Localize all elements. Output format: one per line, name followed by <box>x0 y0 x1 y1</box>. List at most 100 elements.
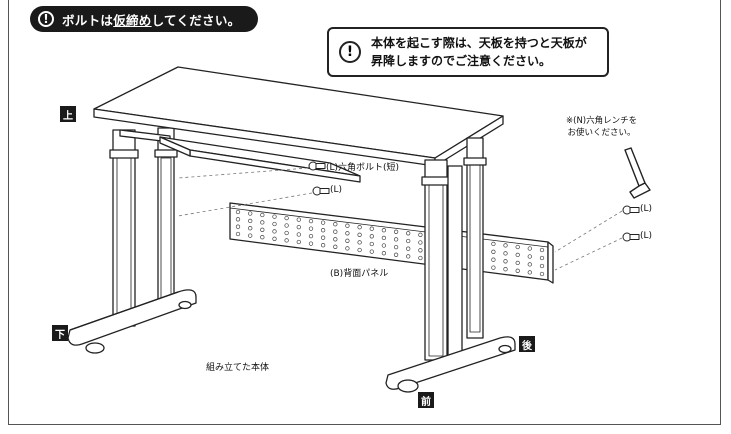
panel-hole <box>296 239 301 245</box>
tag-top: 上 <box>60 106 76 122</box>
panel-hole <box>357 240 362 245</box>
label-bolt-l3: (L) <box>640 231 653 241</box>
tag-back: 後 <box>519 336 535 352</box>
panel-hole <box>381 228 387 233</box>
panel-hole <box>527 262 532 267</box>
panel-hole <box>491 265 496 270</box>
panel-hole <box>515 260 520 266</box>
panel-hole <box>333 237 338 242</box>
panel-hole <box>491 257 496 262</box>
panel-hole <box>357 247 362 253</box>
panel-hole <box>539 247 545 253</box>
left-leg <box>67 127 197 354</box>
panel-hole <box>527 254 532 259</box>
panel-hole <box>260 220 265 225</box>
panel-hole <box>333 244 338 249</box>
panel-hole <box>320 228 326 233</box>
panel-hole <box>296 232 301 237</box>
panel-hole <box>308 233 314 239</box>
panel-hole <box>418 240 423 245</box>
panel-hole <box>260 235 265 240</box>
panel-hole <box>333 222 338 227</box>
panel-hole <box>235 231 241 237</box>
panel-hole <box>515 244 520 250</box>
panel-hole <box>357 232 362 237</box>
panel-hole <box>369 226 374 231</box>
warning-line-2: 昇降しますのでご注意ください。 <box>371 54 552 68</box>
panel-hole <box>418 255 423 261</box>
panel-hole <box>406 246 411 251</box>
panel-hole <box>308 226 314 231</box>
panel-hole <box>491 241 496 247</box>
panel-hole <box>284 238 289 243</box>
exclamation-circle-icon: ! <box>38 11 54 27</box>
panel-hole <box>418 232 423 237</box>
right-leg <box>385 137 516 393</box>
panel-hole <box>296 224 301 230</box>
panel-hole <box>515 252 520 258</box>
panel-hole <box>345 238 350 243</box>
panel-hole <box>381 251 387 256</box>
panel-hole <box>235 209 241 215</box>
panel-hole <box>345 246 350 251</box>
panel-hole <box>369 241 374 247</box>
panel-hole <box>248 233 253 238</box>
exclamation-circle-icon: ! <box>339 41 361 63</box>
label-hex-bolt-short: (L)六角ボルト(短) <box>326 163 400 173</box>
panel-hole <box>369 234 374 239</box>
panel-hole <box>272 236 277 241</box>
panel-hole <box>333 229 338 234</box>
notice-text: ボルトは仮締めしてください。 <box>62 12 241 28</box>
panel-hole <box>406 254 411 259</box>
panel-hole <box>235 217 241 222</box>
panel-hole <box>248 218 253 224</box>
panel-hole <box>381 235 387 241</box>
panel-hole <box>503 243 508 248</box>
label-bolt-l1: (L) <box>330 185 343 195</box>
panel-hole <box>272 221 277 227</box>
panel-hole <box>515 268 520 273</box>
panel-hole <box>503 267 508 272</box>
panel-hole <box>272 229 277 234</box>
panel-hole <box>491 249 496 254</box>
panel-hole <box>503 251 508 256</box>
panel-hole <box>539 255 545 261</box>
panel-hole <box>248 226 253 231</box>
panel-hole <box>527 246 532 251</box>
panel-hole <box>539 263 545 269</box>
panel-hole <box>320 220 326 225</box>
panel-hole <box>260 227 265 232</box>
panel-hole <box>393 229 399 234</box>
panel-hole <box>284 215 289 221</box>
panel-hole <box>345 223 350 228</box>
panel-hole <box>308 218 314 224</box>
panel-hole <box>320 243 326 248</box>
panel-hole <box>308 241 314 246</box>
panel-hole <box>357 225 362 230</box>
tag-bottom: 下 <box>52 325 68 341</box>
panel-hole <box>393 237 399 242</box>
bolt-icons <box>308 161 640 242</box>
panel-hole <box>260 212 265 218</box>
hex-wrench-icon <box>624 147 651 199</box>
panel-hole <box>393 244 399 250</box>
panel-hole <box>248 211 253 216</box>
label-back-panel: (B)背面パネル <box>330 269 389 279</box>
warning-line-1: 本体を起こす際は、天板を持つと天板が <box>371 36 587 50</box>
tag-front: 前 <box>418 392 434 408</box>
wrench-note: ※(N)六角レンチを お使いください。 <box>566 116 638 138</box>
panel-hole <box>393 252 399 257</box>
panel-hole <box>235 224 241 229</box>
warning-box: ! 本体を起こす際は、天板を持つと天板が 昇降しますのでご注意ください。 <box>327 27 609 77</box>
panel-hole <box>284 230 289 236</box>
back-panel <box>229 202 554 284</box>
panel-hole <box>527 270 532 275</box>
panel-hole <box>369 249 374 254</box>
diagram-frame <box>8 0 721 425</box>
panel-hole <box>345 231 350 236</box>
panel-hole <box>406 238 411 244</box>
panel-hole <box>381 243 387 248</box>
notice-pill: ! ボルトは仮締めしてください。 <box>30 6 258 32</box>
